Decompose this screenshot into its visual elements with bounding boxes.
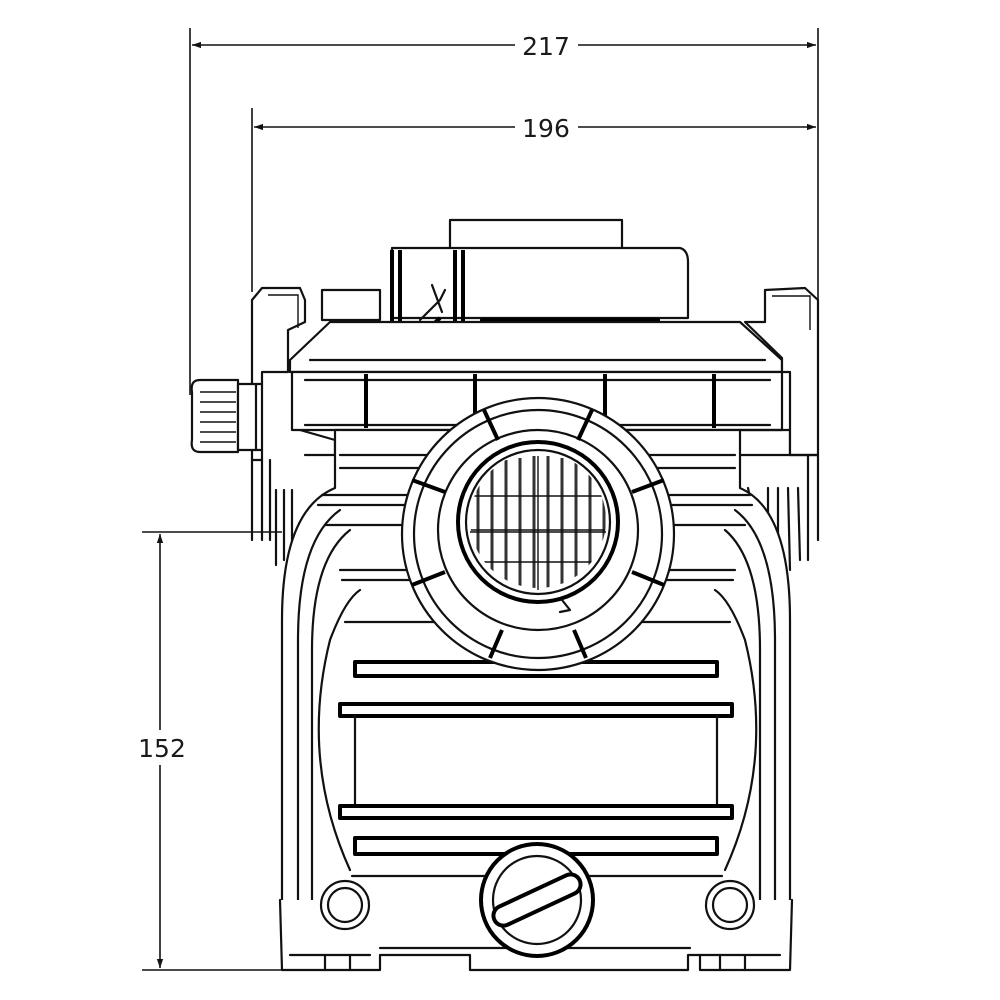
dimension-label-152: 152 [138,734,186,763]
dimension-body-width: 196 [251,108,816,292]
drain-plug [479,842,595,958]
inlet-port [400,396,676,672]
dimension-overall-width: 217 [189,28,819,395]
flange-lugs [411,409,665,659]
dimension-height: 152 [138,531,282,971]
cable-gland [190,378,264,454]
dimension-label-196: 196 [522,114,570,143]
dimension-label-217: 217 [522,32,570,61]
terminal-box [320,218,690,365]
left-bracket [250,286,307,567]
